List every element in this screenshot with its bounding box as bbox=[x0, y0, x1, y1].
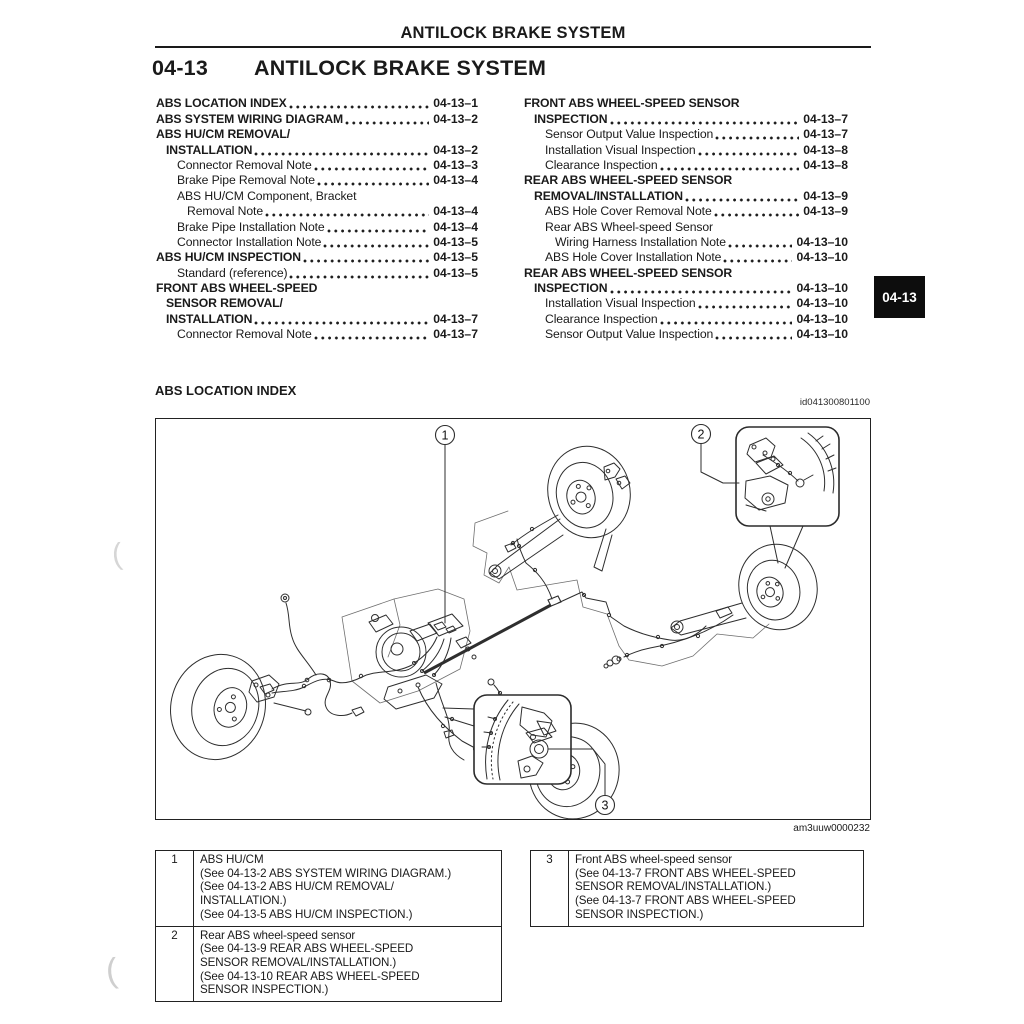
legend-item-number: 1 bbox=[156, 851, 194, 926]
running-header: ANTILOCK BRAKE SYSTEM bbox=[400, 24, 626, 42]
toc-entry[interactable]: Standard (reference)04-13–5 bbox=[177, 265, 478, 280]
callout-3: 3 bbox=[547, 748, 616, 816]
legend-item-text: ABS HU/CM (See 04-13-2 ABS SYSTEM WIRING… bbox=[200, 853, 452, 921]
callout-1-label: 1 bbox=[442, 429, 449, 443]
dot-leader bbox=[265, 206, 430, 219]
dot-leader bbox=[697, 144, 800, 157]
doc-id: id041300801100 bbox=[799, 397, 870, 408]
dot-leader bbox=[254, 313, 430, 326]
section-number: 04-13 bbox=[152, 56, 208, 80]
brake-pipes bbox=[271, 538, 707, 761]
toc-entry[interactable]: ABS HU/CM REMOVAL/ bbox=[156, 127, 291, 142]
callout-2: 2 bbox=[690, 423, 740, 484]
legend-row: 3 Front ABS wheel-speed sensor (See 04-1… bbox=[531, 851, 863, 926]
dot-leader bbox=[659, 159, 800, 172]
figure-id: am3uuw0000232 bbox=[793, 823, 870, 834]
legend-row: 2 Rear ABS wheel-speed sensor (See 04-13… bbox=[156, 925, 501, 1002]
toc-entry[interactable]: REAR ABS WHEEL-SPEED SENSOR bbox=[524, 173, 733, 188]
dot-leader bbox=[659, 313, 793, 326]
toc-entry[interactable]: SENSOR REMOVAL/ bbox=[166, 296, 283, 311]
toc-entry[interactable]: FRONT ABS WHEEL-SPEED bbox=[156, 281, 318, 296]
dot-leader bbox=[289, 267, 430, 280]
dot-leader bbox=[715, 129, 800, 142]
legend-item-text: Front ABS wheel-speed sensor (See 04-13-… bbox=[575, 853, 796, 921]
toc-entry[interactable]: ABS HU/CM Component, Bracket bbox=[177, 188, 357, 203]
dot-leader bbox=[609, 113, 800, 126]
scan-artifact: ( bbox=[110, 537, 124, 572]
header-rule bbox=[155, 46, 871, 48]
callout-1: 1 bbox=[434, 424, 456, 624]
dot-leader bbox=[715, 329, 793, 342]
section-title: ANTILOCK BRAKE SYSTEM bbox=[254, 56, 547, 80]
toc-entry[interactable]: REAR ABS WHEEL-SPEED SENSOR bbox=[524, 265, 733, 280]
dot-leader bbox=[316, 175, 430, 188]
toc-entry[interactable]: Rear ABS Wheel-speed Sensor bbox=[545, 219, 714, 234]
dot-leader bbox=[609, 283, 793, 296]
rear-right-wheel bbox=[603, 543, 818, 669]
front-sensor-inset bbox=[442, 694, 572, 785]
rear-sensor-inset bbox=[735, 426, 840, 569]
dot-leader bbox=[326, 221, 430, 234]
section-tab: 04-13 bbox=[874, 276, 925, 318]
dot-leader bbox=[684, 190, 800, 203]
dot-leader bbox=[313, 159, 430, 172]
dot-leader bbox=[723, 252, 793, 265]
legend-item-number: 2 bbox=[156, 926, 194, 1002]
section-tab-label: 04-13 bbox=[882, 289, 917, 305]
dot-leader bbox=[288, 98, 430, 111]
dot-leader bbox=[254, 144, 430, 157]
abs-diagram-art: 1 2 3 bbox=[170, 423, 840, 820]
dot-leader bbox=[727, 236, 793, 249]
dot-leader bbox=[713, 206, 800, 219]
page-title: 04-13 ANTILOCK BRAKE SYSTEM bbox=[152, 56, 546, 81]
legend-item-text: Rear ABS wheel-speed sensor (See 04-13-9… bbox=[200, 928, 420, 997]
dot-leader bbox=[345, 113, 430, 126]
front-left-wheel bbox=[170, 593, 365, 761]
dot-leader bbox=[323, 236, 430, 249]
legend-table-right: 3 Front ABS wheel-speed sensor (See 04-1… bbox=[530, 850, 864, 927]
callout-2-label: 2 bbox=[698, 428, 705, 442]
legend-item-number: 3 bbox=[531, 851, 569, 926]
legend-row: 1 ABS HU/CM (See 04-13-2 ABS SYSTEM WIRI… bbox=[156, 851, 501, 926]
callout-3-label: 3 bbox=[602, 799, 609, 813]
scan-artifact: ( bbox=[103, 951, 120, 991]
dot-leader bbox=[302, 252, 430, 265]
section-heading: ABS LOCATION INDEX bbox=[155, 383, 297, 398]
legend-table-left: 1 ABS HU/CM (See 04-13-2 ABS SYSTEM WIRI… bbox=[155, 850, 502, 1003]
toc-entry[interactable]: FRONT ABS WHEEL-SPEED SENSOR bbox=[524, 96, 740, 111]
dot-leader bbox=[313, 329, 430, 342]
dot-leader bbox=[697, 298, 793, 311]
abs-location-diagram: 1 2 3 bbox=[155, 418, 871, 820]
abs-hucm-cluster bbox=[341, 588, 477, 710]
rear-left-wheel bbox=[488, 445, 631, 580]
